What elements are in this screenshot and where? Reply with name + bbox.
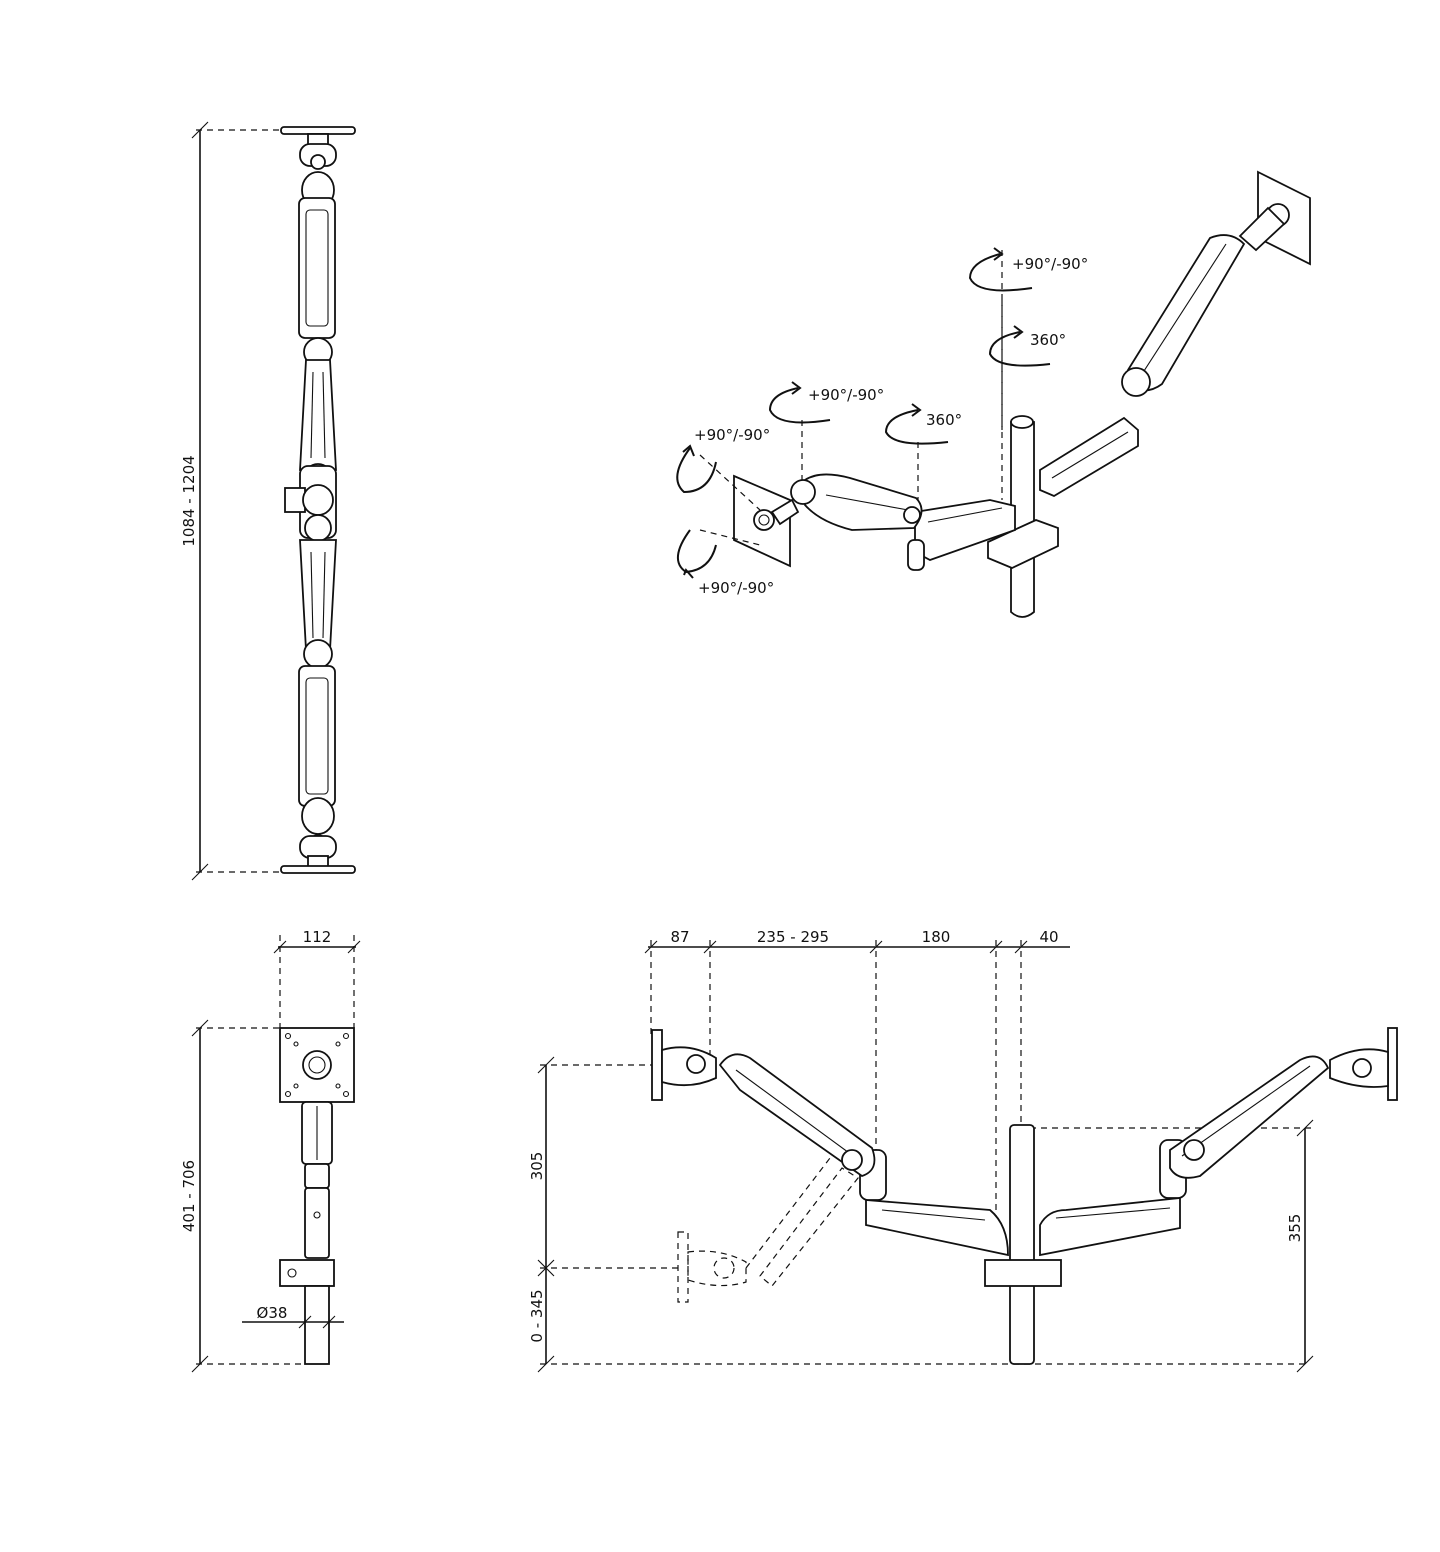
rotation-label-pole-swivel: 360° (1030, 331, 1066, 349)
side-view: 112 401 - 706 Ø38 (180, 928, 361, 1373)
rotation-arrow-vesa-tilt-top (676, 444, 717, 494)
bottom-mount-plate (280, 865, 356, 874)
top-view-pole (1009, 1124, 1035, 1365)
width-label-180: 180 (922, 928, 951, 946)
rotation-arrow-head-pivot (768, 381, 831, 424)
rotation-label-head-pivot: +90°/-90° (808, 386, 884, 404)
bottom-gas-arm (298, 665, 336, 807)
rotation-arrow-elbow-swivel (884, 403, 949, 445)
top-view-left-monitor (651, 1029, 663, 1101)
pole (1010, 421, 1035, 618)
rotation-arrow-right-head-pivot (968, 247, 1033, 292)
top-view-right-gas-arm (1169, 1055, 1330, 1179)
width-label-87: 87 (670, 928, 689, 946)
top-gas-arm (298, 197, 336, 339)
width-label-arm-reach: 235 - 295 (757, 928, 829, 946)
front-height-label: 1084 - 1204 (180, 455, 198, 546)
bottom-knuckle (301, 797, 335, 835)
pole-clamp (284, 487, 306, 513)
top-view-clamp (984, 1259, 1062, 1287)
side-arm-lower (304, 1187, 330, 1259)
rotation-label-vesa-tilt-top: +90°/-90° (694, 426, 770, 444)
height-label-305: 305 (528, 1152, 546, 1181)
rotation-arrow-vesa-tilt-bottom (677, 529, 717, 579)
bottom-joint (299, 835, 337, 859)
side-pole-clamp (279, 1259, 335, 1287)
height-label-355: 355 (1286, 1214, 1304, 1243)
top-view-left-link (865, 1199, 1009, 1257)
side-pole (304, 1285, 330, 1365)
pole-collar (987, 519, 1059, 569)
right-gas-arm (1127, 234, 1246, 392)
elbow-joint-bottom (303, 639, 333, 669)
perspective-view: +90°/-90° +90°/-90° +90°/-90° 360° +90°/… (676, 170, 1311, 618)
top-view-right-monitor (1387, 1027, 1398, 1101)
top-mount-plate (280, 126, 356, 135)
side-width-label: 112 (303, 928, 332, 946)
front-view: 1084 - 1204 (180, 121, 356, 881)
top-view: 87 235 - 295 180 40 305 0 - 345 355 (528, 928, 1398, 1373)
right-link-arm (1039, 416, 1139, 498)
rotation-arrow-pole-swivel (988, 325, 1051, 367)
rotation-label-right-head-pivot: +90°/-90° (1012, 255, 1088, 273)
width-label-40: 40 (1039, 928, 1058, 946)
top-view-right-link (1039, 1197, 1181, 1257)
rotation-label-elbow-swivel: 360° (926, 411, 962, 429)
top-link-arm (299, 359, 337, 471)
rotation-label-vesa-tilt-bottom: +90°/-90° (698, 579, 774, 597)
side-height-label: 401 - 706 (180, 1160, 198, 1232)
pole-diameter-label: Ø38 (257, 1304, 288, 1322)
bottom-link-arm (299, 539, 337, 651)
height-label-adjust: 0 - 345 (528, 1289, 546, 1342)
